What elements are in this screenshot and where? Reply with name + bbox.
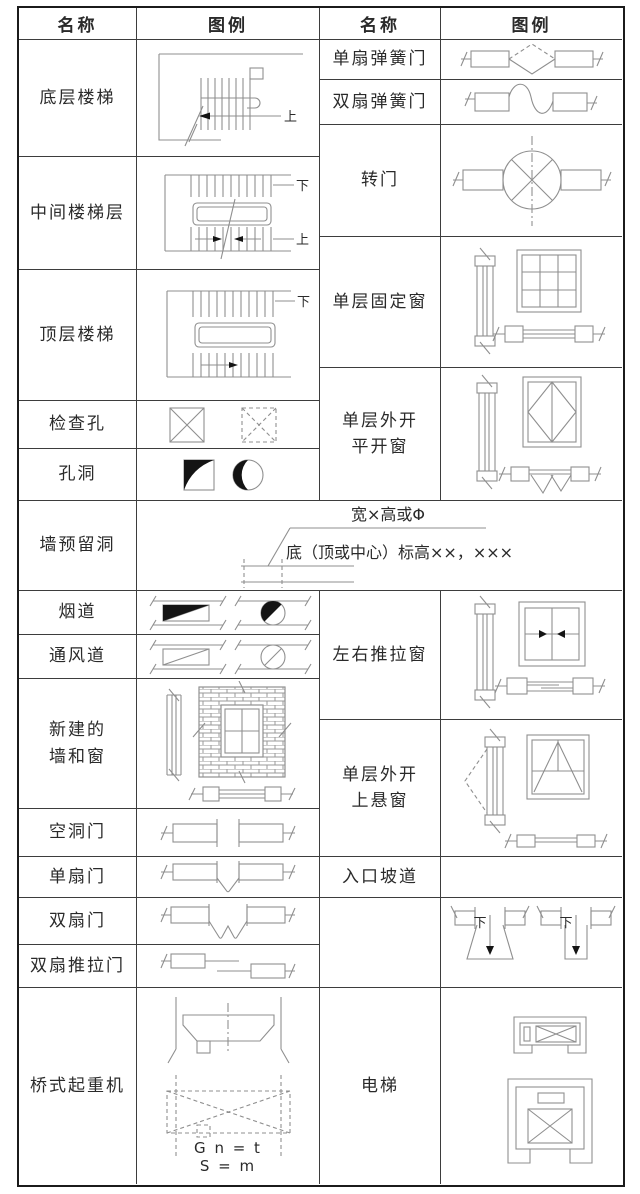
svg-text:上: 上 bbox=[296, 233, 309, 248]
top-floor-stair-icon: 下 bbox=[166, 290, 310, 378]
svg-text:宽×高或Φ: 宽×高或Φ bbox=[351, 505, 425, 524]
cell-smoke-flue-legend bbox=[137, 591, 320, 635]
cell-revolving-door-legend bbox=[441, 125, 622, 237]
smoke-flue-icon bbox=[149, 595, 312, 630]
cell-fixed-window-legend bbox=[441, 237, 622, 368]
cell-double-spring-door-legend bbox=[441, 80, 622, 125]
cell-ground-stair-legend: 上 bbox=[137, 40, 320, 157]
header-name-right: 名称 bbox=[320, 8, 441, 40]
hole-opening-icon bbox=[183, 458, 264, 491]
cell-elevator-legend bbox=[441, 988, 622, 1184]
open-doorway-icon bbox=[160, 818, 296, 847]
cell-single-spring-door-legend bbox=[441, 40, 622, 80]
legend-table: 名称 图例 名称 图例 底层楼梯 上 中间楼梯层 下 上 顶层楼梯 bbox=[17, 6, 625, 1187]
middle-floor-stair-icon: 下 上 bbox=[164, 173, 309, 259]
svg-text:下: 下 bbox=[296, 179, 309, 194]
cell-double-sliding-door-legend bbox=[137, 945, 320, 988]
cell-single-spring-door-name: 单扇弹簧门 bbox=[320, 40, 441, 80]
svg-text:G n = t: G n = t bbox=[194, 1139, 262, 1157]
svg-text:下: 下 bbox=[559, 916, 572, 931]
cell-bridge-crane-name: 桥式起重机 bbox=[19, 988, 137, 1184]
cell-vent-duct-name: 通风道 bbox=[19, 635, 137, 679]
cell-double-door-legend bbox=[137, 898, 320, 945]
cell-smoke-flue-name: 烟道 bbox=[19, 591, 137, 635]
single-outward-tophung-window-icon bbox=[463, 728, 608, 849]
entrance-ramp-icon: 下 下 bbox=[450, 905, 615, 960]
cell-open-doorway-name: 空洞门 bbox=[19, 809, 137, 857]
cell-elevator-name: 电梯 bbox=[320, 988, 441, 1184]
cell-top-stair-legend: 下 bbox=[137, 270, 320, 401]
single-leaf-door-icon bbox=[160, 861, 296, 893]
svg-text:底（顶或中心）标高××，×××: 底（顶或中心）标高××，××× bbox=[286, 543, 513, 562]
svg-text:S = m: S = m bbox=[199, 1157, 255, 1175]
cell-middle-stair-name: 中间楼梯层 bbox=[19, 157, 137, 270]
cell-hole-name: 孔洞 bbox=[19, 449, 137, 501]
cell-new-wall-legend bbox=[137, 679, 320, 809]
cell-open-doorway-legend bbox=[137, 809, 320, 857]
cell-ground-stair-name: 底层楼梯 bbox=[19, 40, 137, 157]
double-sliding-door-icon bbox=[160, 953, 296, 979]
single-outward-casement-window-icon bbox=[475, 374, 602, 495]
cell-single-door-name: 单扇门 bbox=[19, 857, 137, 898]
cell-fixed-window-name: 单层固定窗 bbox=[320, 237, 441, 368]
cell-vent-duct-legend bbox=[137, 635, 320, 679]
cell-double-spring-door-name: 双扇弹簧门 bbox=[320, 80, 441, 125]
cell-sliding-window-name: 左右推拉窗 bbox=[320, 591, 441, 720]
cell-top-stair-name: 顶层楼梯 bbox=[19, 270, 137, 401]
cell-casement-window-name: 单层外开 平开窗 bbox=[320, 368, 441, 501]
cell-inspection-hole-legend bbox=[137, 401, 320, 449]
cell-wall-hole-name: 墙预留洞 bbox=[19, 501, 137, 591]
single-fixed-window-icon bbox=[473, 247, 606, 355]
double-leaf-door-icon bbox=[160, 904, 296, 939]
horizontal-sliding-window-icon bbox=[473, 595, 606, 709]
cell-hole-legend bbox=[137, 449, 320, 501]
elevator-icon bbox=[507, 1016, 593, 1164]
cell-inspection-hole-name: 检查孔 bbox=[19, 401, 137, 449]
cell-entrance-ramp-name: 入口坡道 bbox=[320, 857, 441, 898]
cell-casement-window-legend bbox=[441, 368, 622, 501]
ground-floor-stair-icon: 上 bbox=[158, 52, 303, 146]
header-legend-left: 图例 bbox=[137, 8, 320, 40]
cell-bridge-crane-legend: G n = t S = m bbox=[137, 988, 320, 1184]
cell-double-sliding-door-name: 双扇推拉门 bbox=[19, 945, 137, 988]
single-spring-door-icon bbox=[459, 42, 604, 75]
cell-tophung-window-legend bbox=[441, 720, 622, 857]
ventilation-duct-icon bbox=[149, 639, 312, 674]
cell-middle-stair-legend: 下 上 bbox=[137, 157, 320, 270]
cell-single-door-legend bbox=[137, 857, 320, 898]
wall-reserved-hole-icon: 宽×高或Φ 底（顶或中心）标高××，××× bbox=[241, 505, 513, 588]
cell-sliding-window-legend bbox=[441, 591, 622, 720]
header-name-left: 名称 bbox=[19, 8, 137, 40]
new-wall-and-window-icon bbox=[166, 680, 296, 802]
cell-ramp-row-legend: 下 下 bbox=[441, 898, 622, 988]
svg-text:下: 下 bbox=[473, 916, 486, 931]
cell-entrance-ramp-legend-empty bbox=[441, 857, 622, 898]
inspection-hole-icon bbox=[169, 406, 277, 443]
cell-double-door-name: 双扇门 bbox=[19, 898, 137, 945]
cell-revolving-door-name: 转门 bbox=[320, 125, 441, 237]
cell-wall-hole-legend: 宽×高或Φ 底（顶或中心）标高××，××× bbox=[137, 501, 622, 591]
header-legend-right: 图例 bbox=[441, 8, 622, 40]
cell-new-wall-name: 新建的 墙和窗 bbox=[19, 679, 137, 809]
double-spring-door-icon bbox=[463, 83, 598, 114]
cell-ramp-row-name-empty bbox=[320, 898, 441, 988]
revolving-door-icon bbox=[451, 135, 612, 226]
svg-text:上: 上 bbox=[284, 110, 297, 125]
bridge-crane-icon: G n = t S = m bbox=[165, 997, 291, 1175]
cell-tophung-window-name: 单层外开 上悬窗 bbox=[320, 720, 441, 857]
svg-text:下: 下 bbox=[297, 295, 310, 310]
